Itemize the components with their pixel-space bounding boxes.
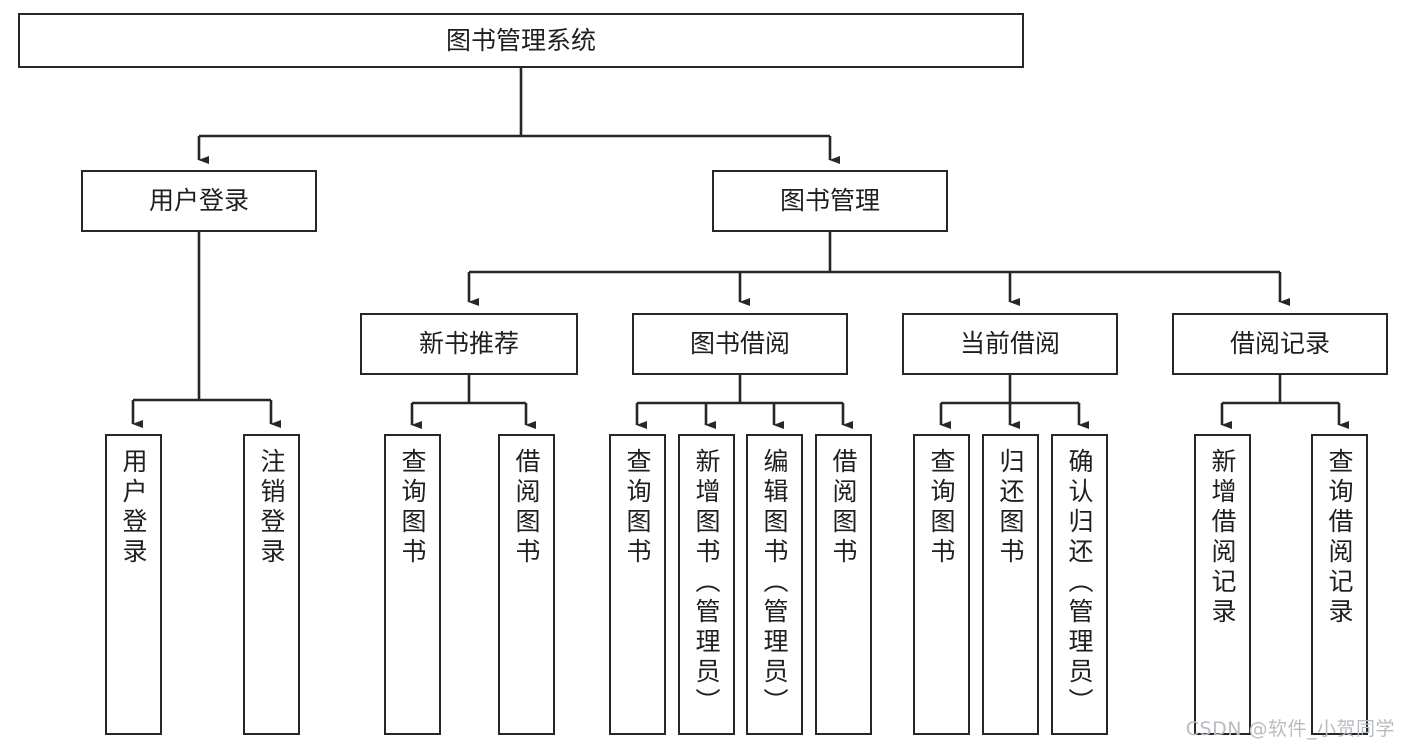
node-leaf-add-book-admin[interactable]: 新增图书（管理员） xyxy=(678,434,735,735)
node-label: 当前借阅 xyxy=(959,329,1060,359)
csdn-watermark: CSDN @软件_小贺同学 xyxy=(1185,718,1395,740)
node-label: 借阅图书 xyxy=(512,448,541,568)
node-leaf-query-book-bb[interactable]: 查询图书 xyxy=(609,434,666,735)
node-label: 用户登录 xyxy=(148,186,249,216)
node-label: 注销登录 xyxy=(257,448,286,568)
node-label: 查询图书 xyxy=(623,448,652,568)
node-label: 查询图书 xyxy=(398,448,427,568)
node-label: 编辑图书（管理员） xyxy=(760,448,789,718)
node-label: 查询借阅记录 xyxy=(1325,448,1354,628)
node-book-borrow[interactable]: 图书借阅 xyxy=(632,313,848,375)
node-leaf-edit-book-admin[interactable]: 编辑图书（管理员） xyxy=(746,434,803,735)
node-label: 图书管理 xyxy=(779,186,880,216)
node-label: 图书借阅 xyxy=(689,329,790,359)
node-label: 图书管理系统 xyxy=(445,25,596,55)
node-leaf-user-login[interactable]: 用户登录 xyxy=(105,434,162,735)
node-leaf-query-book-cb[interactable]: 查询图书 xyxy=(913,434,970,735)
node-leaf-confirm-return-admin[interactable]: 确认归还（管理员） xyxy=(1051,434,1108,735)
node-label: 确认归还（管理员） xyxy=(1065,448,1094,718)
node-leaf-return-book[interactable]: 归还图书 xyxy=(982,434,1039,735)
node-label: 用户登录 xyxy=(119,448,148,568)
node-new-book-recommend[interactable]: 新书推荐 xyxy=(360,313,578,375)
node-root-book-management-system[interactable]: 图书管理系统 xyxy=(18,13,1024,68)
node-label: 查询图书 xyxy=(927,448,956,568)
node-leaf-borrow-book-bb[interactable]: 借阅图书 xyxy=(815,434,872,735)
node-label: 新增图书（管理员） xyxy=(692,448,721,718)
node-label: 新书推荐 xyxy=(418,329,519,359)
node-borrow-record[interactable]: 借阅记录 xyxy=(1172,313,1388,375)
node-leaf-query-book-nb[interactable]: 查询图书 xyxy=(384,434,441,735)
node-label: 新增借阅记录 xyxy=(1208,448,1237,628)
node-current-borrow[interactable]: 当前借阅 xyxy=(902,313,1118,375)
node-leaf-logout[interactable]: 注销登录 xyxy=(243,434,300,735)
node-leaf-query-borrow-record[interactable]: 查询借阅记录 xyxy=(1311,434,1368,735)
node-user-login[interactable]: 用户登录 xyxy=(81,170,317,232)
node-leaf-add-borrow-record[interactable]: 新增借阅记录 xyxy=(1194,434,1251,735)
node-book-management[interactable]: 图书管理 xyxy=(712,170,948,232)
node-leaf-borrow-book-nb[interactable]: 借阅图书 xyxy=(498,434,555,735)
node-label: 借阅记录 xyxy=(1229,329,1330,359)
node-label: 借阅图书 xyxy=(829,448,858,568)
node-label: 归还图书 xyxy=(996,448,1025,568)
